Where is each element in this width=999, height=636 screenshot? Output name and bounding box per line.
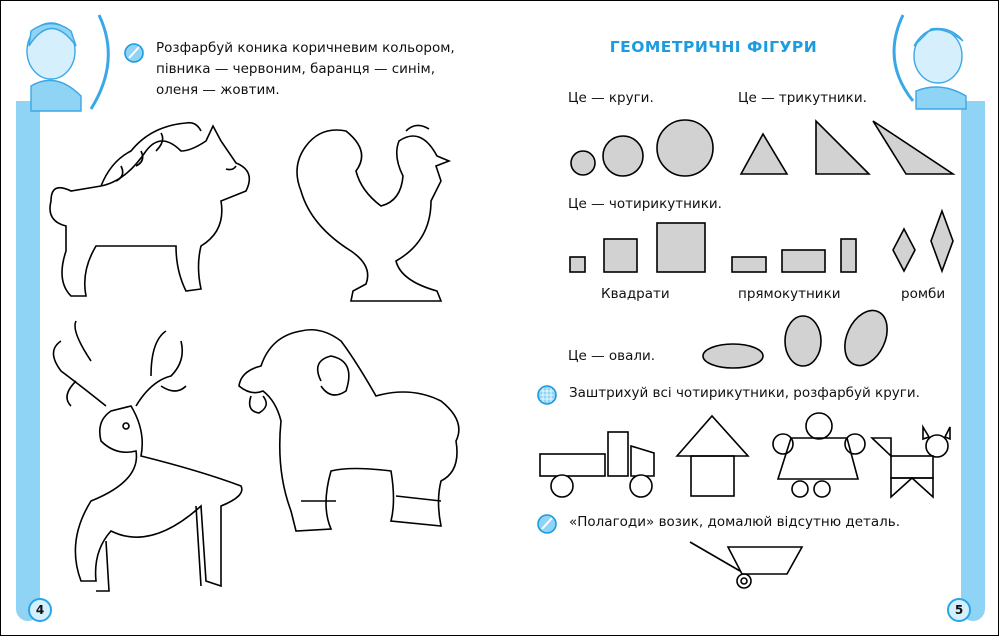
page-number-left: 4 bbox=[28, 598, 52, 622]
ovals-examples bbox=[702, 309, 888, 369]
rectangles-label: прямокутники bbox=[738, 286, 841, 302]
page-title: ГЕОМЕТРИЧНІ ФІГУРИ bbox=[609, 38, 818, 56]
rhombi-examples bbox=[892, 208, 954, 274]
pencil-task-icon bbox=[124, 43, 144, 63]
girl-mascot-illustration bbox=[26, 14, 110, 112]
circles-label: Це — круги. bbox=[568, 90, 654, 106]
triangles-label: Це — трикутники. bbox=[738, 90, 867, 106]
cart-figure bbox=[689, 541, 804, 589]
hatch-task-icon bbox=[537, 385, 557, 405]
left-margin-strip bbox=[16, 101, 40, 621]
rhombi-label: ромби bbox=[901, 286, 946, 302]
house-figure bbox=[675, 414, 750, 497]
coloring-instruction: Розфарбуй коника коричневим кольором, пі… bbox=[156, 40, 455, 98]
quadrilaterals-label: Це — чотирикутники. bbox=[568, 196, 722, 212]
truck-figure bbox=[539, 431, 655, 498]
squares-label: Квадрати bbox=[601, 286, 670, 302]
hatching-task: Заштрихуй всі чотирикутники, розфарбуй к… bbox=[569, 385, 920, 401]
deer-drawing bbox=[52, 320, 243, 592]
cat-figure bbox=[869, 424, 951, 499]
horse-drawing bbox=[49, 121, 251, 297]
cart-task: «Полагоди» возик, домалюй відсутню детал… bbox=[569, 514, 901, 530]
ovals-label: Це — овали. bbox=[568, 348, 656, 364]
circles-examples bbox=[570, 119, 714, 177]
right-margin-strip bbox=[961, 101, 985, 621]
boy-mascot-illustration bbox=[892, 14, 967, 110]
page-number-right: 5 bbox=[947, 598, 971, 622]
pencil-task-icon-2 bbox=[537, 514, 557, 534]
squares-examples bbox=[569, 222, 706, 273]
girl-figure bbox=[772, 412, 866, 498]
ram-drawing bbox=[238, 328, 460, 532]
rectangles-examples bbox=[731, 238, 857, 273]
triangles-examples bbox=[739, 119, 956, 175]
rooster-drawing bbox=[296, 124, 452, 302]
